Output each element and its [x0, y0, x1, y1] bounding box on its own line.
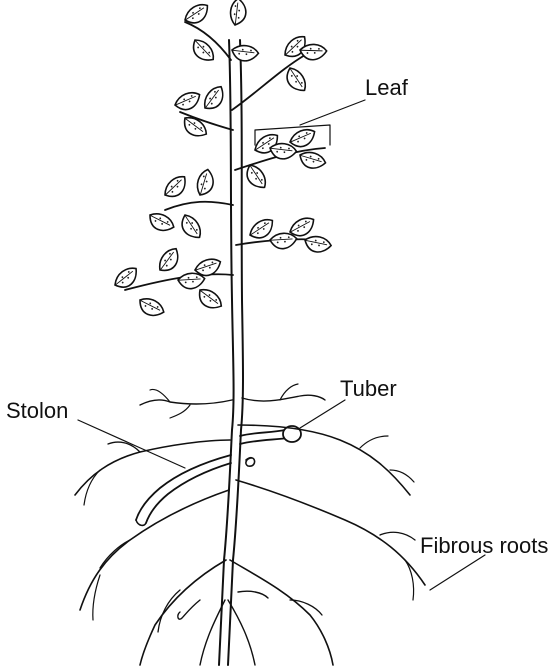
fibrous-roots: [75, 425, 425, 665]
label-stolon: Stolon: [6, 398, 68, 423]
branches: [125, 22, 325, 290]
label-fibrous-roots: Fibrous roots: [420, 533, 548, 558]
label-tuber: Tuber: [340, 376, 397, 401]
leader-lines: [78, 100, 485, 590]
tuber: [240, 426, 301, 466]
stolon: [136, 455, 231, 525]
stem: [219, 40, 243, 665]
label-leaf: Leaf: [365, 75, 409, 100]
